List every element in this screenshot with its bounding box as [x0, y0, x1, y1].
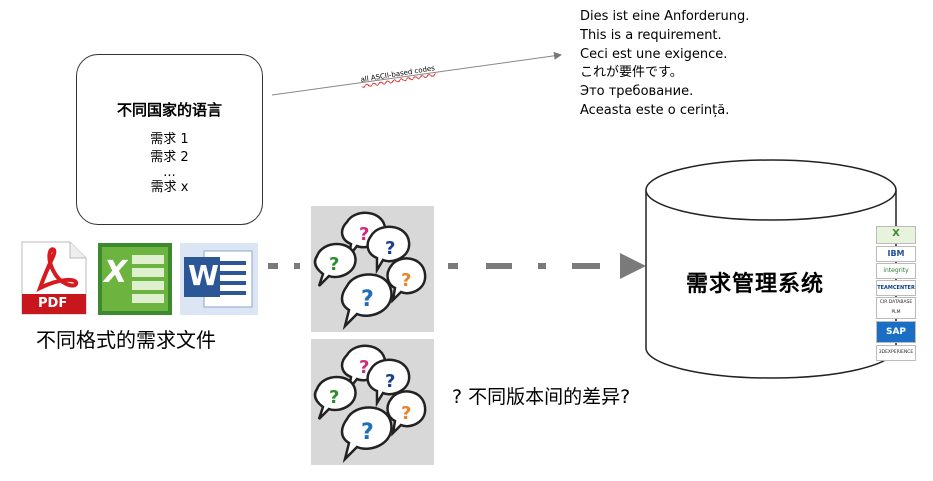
- translation-french: Ceci est une exigence.: [580, 46, 728, 62]
- svg-text:?: ?: [359, 224, 369, 245]
- requirement-item: 需求 1: [150, 132, 189, 147]
- requirement-item: ...: [163, 165, 176, 180]
- language-box: 不同国家的语言 需求 1 需求 2 ... 需求 x: [76, 54, 263, 225]
- documents-caption: 不同格式的需求文件: [36, 328, 216, 352]
- translation-japanese: これが要件です。: [580, 65, 683, 81]
- svg-text:?: ?: [401, 403, 411, 424]
- excel-file-icon: X: [98, 243, 172, 315]
- svg-text:?: ?: [385, 371, 395, 392]
- excel-logo: X: [876, 226, 916, 244]
- translation-romanian: Aceasta este o cerință.: [580, 102, 730, 118]
- encoding-arrow: [271, 51, 562, 96]
- question-bubbles-icon: ? ? ? ? ?: [313, 211, 427, 331]
- word-file-icon: W: [180, 243, 258, 315]
- svg-text:?: ?: [329, 387, 339, 408]
- sap-logo: SAP: [876, 321, 916, 343]
- version-diff-caption: ? 不同版本间的差异?: [452, 386, 631, 408]
- pdf-file-icon: PDF: [20, 240, 92, 316]
- requirement-item: 需求 x: [150, 180, 189, 195]
- svg-text:?: ?: [359, 357, 369, 378]
- plm-logo: CIR DATABASE PLM: [876, 297, 916, 319]
- svg-text:?: ?: [401, 270, 411, 291]
- svg-text:?: ?: [361, 287, 374, 312]
- arrow-head: [620, 253, 646, 279]
- translation-german: Dies ist eine Anforderung.: [580, 9, 750, 24]
- svg-text:?: ?: [361, 420, 374, 445]
- question-bubbles-panel-top: ? ? ? ? ?: [311, 206, 434, 332]
- requirement-item: 需求 2: [150, 150, 189, 165]
- svg-text:?: ?: [385, 238, 395, 259]
- teamcenter-logo: TEAMCENTER: [876, 280, 916, 296]
- 3dexperience-logo: 3DEXPERIENCE: [876, 345, 916, 361]
- translation-english: This is a requirement.: [580, 27, 722, 43]
- language-box-items: 需求 1 需求 2 ... 需求 x: [77, 131, 262, 197]
- question-bubbles-panel-bottom: ? ? ? ? ?: [311, 339, 434, 465]
- language-box-title: 不同国家的语言: [116, 101, 222, 119]
- integrity-logo: integrity: [876, 263, 916, 279]
- ibm-logo: IBM: [876, 246, 916, 262]
- translations-list: Dies ist eine Anforderung. This is a req…: [580, 8, 749, 121]
- svg-text:?: ?: [329, 254, 339, 275]
- question-bubbles-icon: ? ? ? ? ?: [313, 344, 427, 464]
- database-cylinder: [645, 159, 897, 379]
- database-title: 需求管理系统: [686, 272, 825, 297]
- translation-russian: Это требование.: [580, 84, 694, 100]
